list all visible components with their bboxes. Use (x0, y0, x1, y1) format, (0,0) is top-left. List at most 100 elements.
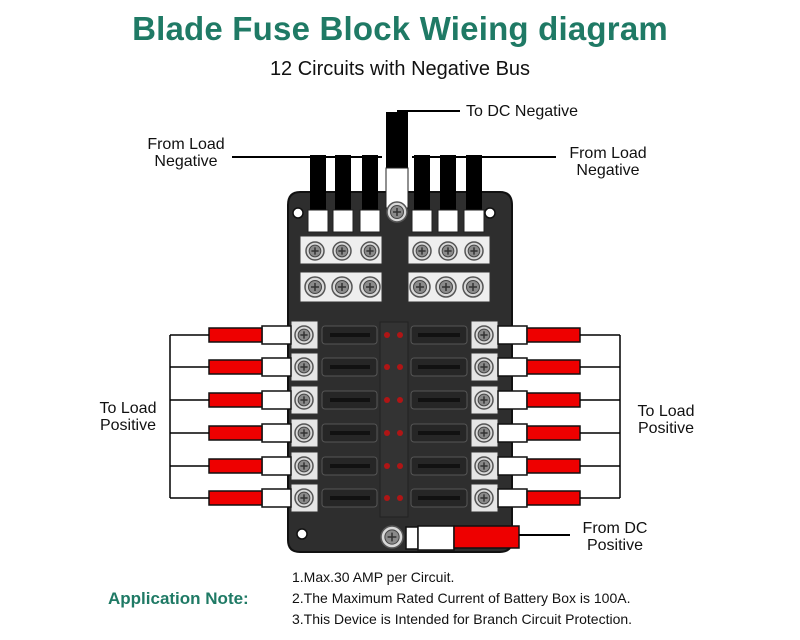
led-indicator-icon (384, 332, 390, 338)
positive-wire-terminal (497, 456, 528, 476)
positive-wire-terminal (261, 456, 292, 476)
led-indicator-icon (384, 495, 390, 501)
from-load-negative-left-label: From Load Negative (147, 136, 225, 170)
negative-wire-terminal (359, 209, 381, 233)
fuse-slot-blade (418, 365, 460, 369)
mounting-hole-icon (484, 207, 496, 219)
fuse-slot-blade (418, 496, 460, 500)
negative-wire (466, 155, 482, 210)
from-dc-positive-label: From DC Positive (582, 520, 648, 554)
application-note-item: 3.This Device is Intended for Branch Cir… (292, 611, 633, 627)
negative-wire (414, 155, 430, 210)
positive-wire (208, 425, 263, 441)
led-indicator-icon (397, 364, 403, 370)
positive-wire-terminal (261, 390, 292, 410)
positive-wire (208, 359, 263, 375)
positive-terminal-screw-icon-slot (480, 363, 488, 371)
mounting-hole-icon (292, 207, 304, 219)
dc-positive-terminal (405, 526, 419, 550)
dc-negative-wire (386, 112, 408, 168)
positive-wire-terminal (497, 390, 528, 410)
negative-wire (362, 155, 378, 210)
positive-wire-terminal (497, 325, 528, 345)
positive-wire (526, 425, 581, 441)
fuse-slot-blade (330, 464, 370, 468)
led-indicator-icon (384, 397, 390, 403)
fuse-slot-blade (330, 365, 370, 369)
negative-terminal-screw-icon-slot (366, 283, 374, 291)
positive-wire (526, 359, 581, 375)
to-load-positive-left-label: To Load Positive (99, 400, 157, 434)
positive-wire (208, 458, 263, 474)
positive-terminal-screw-icon-slot (300, 363, 308, 371)
from-load-negative-right-label: From Load Negative (569, 145, 647, 179)
fuse-slot-blade (418, 464, 460, 468)
led-indicator-icon (384, 430, 390, 436)
to-load-positive-right-label: To Load Positive (637, 403, 695, 437)
led-panel (379, 321, 409, 518)
fuse-slot-blade (418, 431, 460, 435)
mounting-hole-icon (296, 528, 308, 540)
negative-terminal-screw-icon-slot (470, 247, 478, 255)
positive-wire (526, 327, 581, 343)
dc-positive-wire (453, 525, 520, 549)
positive-wire-terminal (497, 488, 528, 508)
positive-wire-terminal (261, 488, 292, 508)
application-note-item: 1.Max.30 AMP per Circuit. (292, 569, 455, 585)
led-indicator-icon (397, 463, 403, 469)
led-indicator-icon (397, 495, 403, 501)
negative-terminal-screw-icon-slot (338, 283, 346, 291)
positive-terminal-screw-icon-slot (480, 331, 488, 339)
fuse-slot-blade (330, 431, 370, 435)
negative-terminal-screw-icon-slot (311, 247, 319, 255)
led-indicator-icon (384, 364, 390, 370)
led-indicator-icon (384, 463, 390, 469)
negative-wire-terminal (437, 209, 459, 233)
fuse-slot-blade (418, 333, 460, 337)
negative-stud-icon-slot (393, 208, 401, 216)
negative-terminal-screw-icon-slot (366, 247, 374, 255)
positive-wire (208, 490, 263, 506)
positive-terminal-screw-icon-slot (300, 429, 308, 437)
negative-wire (335, 155, 351, 210)
negative-terminal-screw-icon-slot (338, 247, 346, 255)
positive-wire (208, 392, 263, 408)
negative-terminal-screw-icon-slot (469, 283, 477, 291)
positive-terminal-screw-icon-slot (300, 494, 308, 502)
positive-terminal-screw-icon-slot (480, 396, 488, 404)
positive-stud-icon-slot (387, 532, 397, 542)
negative-wire-terminal (411, 209, 433, 233)
negative-terminal-screw-icon-slot (416, 283, 424, 291)
application-note-title: Application Note: (108, 589, 249, 608)
led-indicator-icon (397, 332, 403, 338)
positive-terminal-screw-icon-slot (300, 462, 308, 470)
fuse-slot-blade (330, 496, 370, 500)
positive-wire-terminal (261, 357, 292, 377)
negative-terminal-screw-icon-slot (442, 283, 450, 291)
diagram-title: Blade Fuse Block Wieing diagram (132, 10, 668, 47)
negative-terminal-screw-icon-slot (311, 283, 319, 291)
to-dc-negative-label: To DC Negative (466, 103, 579, 120)
negative-wire (310, 155, 326, 210)
positive-wire-terminal (497, 357, 528, 377)
positive-wire (526, 392, 581, 408)
fuse-slot-blade (330, 398, 370, 402)
positive-wire-terminal (497, 423, 528, 443)
fuse-slot-blade (330, 333, 370, 337)
positive-wire (526, 458, 581, 474)
application-note-item: 2.The Maximum Rated Current of Battery B… (292, 590, 631, 606)
positive-terminal-screw-icon-slot (480, 494, 488, 502)
negative-wire (440, 155, 456, 210)
positive-terminal-screw-icon-slot (300, 331, 308, 339)
diagram-subtitle: 12 Circuits with Negative Bus (269, 58, 531, 80)
positive-terminal-screw-icon-slot (480, 429, 488, 437)
negative-terminal-screw-icon-slot (418, 247, 426, 255)
negative-wire-terminal (332, 209, 354, 233)
positive-wire (526, 490, 581, 506)
positive-terminal-screw-icon-slot (480, 462, 488, 470)
dc-positive-terminal (417, 525, 455, 551)
negative-wire-terminal (307, 209, 329, 233)
positive-wire-terminal (261, 423, 292, 443)
positive-wire-terminal (261, 325, 292, 345)
